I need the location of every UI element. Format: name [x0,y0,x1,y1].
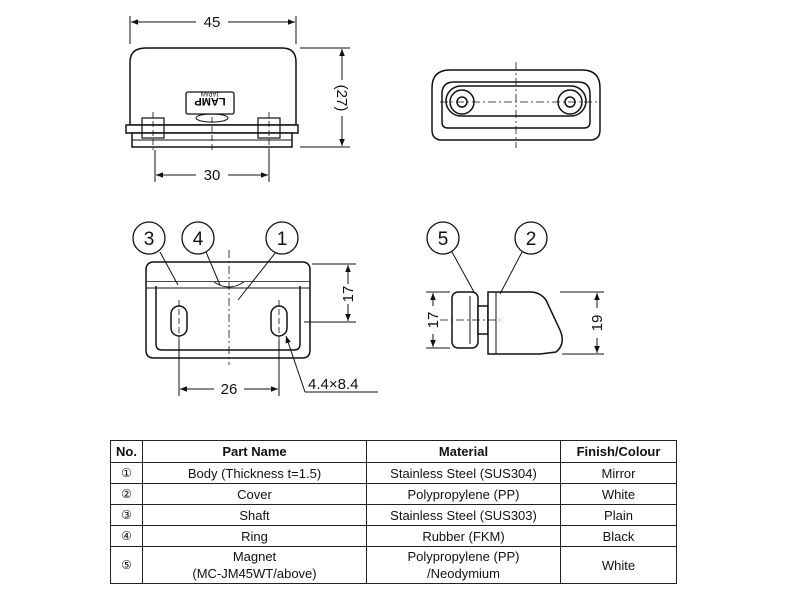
svg-text:3: 3 [144,229,155,250]
row-part: Cover [142,483,367,505]
part-line: Body (Thickness t=1.5) [187,465,322,481]
label-line2: JAPAN [201,90,220,96]
dim-19-label: 19 [589,315,606,332]
header-no: No. [110,440,143,463]
dim-17-front [304,263,356,323]
dim-27-label: (27) [333,85,350,112]
row-part: Ring [142,525,367,547]
table-row: ④ Ring Rubber (FKM) Black [110,525,677,547]
label-line1: LAMP [194,95,225,107]
row-no: ⑤ [110,546,143,584]
dim-26-label: 26 [221,381,238,398]
part-line: (MC-JM45WT/above) [192,566,317,581]
dim-19 [560,291,604,355]
row-part: Shaft [142,504,367,526]
table-header-row: No. Part Name Material Finish/Colour [110,440,677,463]
row-finish: Mirror [560,462,677,484]
table-row: ⑤ Magnet (MC-JM45WT/above) Polypropylene … [110,546,677,584]
header-finish: Finish/Colour [560,440,677,463]
header-part-name: Part Name [142,440,367,463]
balloon-1: 1 [237,221,299,301]
dim-30 [154,150,270,182]
row-no: ④ [110,525,143,547]
label-plate: LAMP JAPAN [185,90,235,115]
header-material: Material [366,440,561,463]
material-line: Stainless Steel (SUS304) [390,465,537,481]
dim-30-label: 30 [204,167,221,184]
row-finish: Black [560,525,677,547]
dim-17-side [426,291,450,349]
balloon-4: 4 [181,221,221,286]
balloon-3: 3 [132,221,179,286]
row-no: ① [110,462,143,484]
row-part: Body (Thickness t=1.5) [142,462,367,484]
top-view [125,47,299,150]
table-row: ① Body (Thickness t=1.5) Stainless Steel… [110,462,677,484]
dim-17-side-label: 17 [425,312,442,329]
row-no: ② [110,483,143,505]
material-line: /Neodymium [427,566,500,581]
part-line: Cover [237,486,272,502]
row-material: Rubber (FKM) [366,525,561,547]
dim-45-label: 45 [204,14,221,31]
dim-45 [129,16,297,44]
part-line: Shaft [239,507,270,523]
dim-27 [300,47,350,148]
front-view [145,250,311,365]
dim-26 [178,340,280,396]
material-line: Stainless Steel (SUS303) [390,507,537,523]
slot-size-label: 4.4×8.4 [308,376,358,393]
part-line: Ring [241,528,268,544]
table-row: ③ Shaft Stainless Steel (SUS303) Plain [110,504,677,526]
row-finish: White [560,483,677,505]
slot-callout [285,335,378,393]
dim-17-front-label: 17 [340,286,357,303]
parts-table: No. Part Name Material Finish/Colour ① B… [110,440,677,584]
row-material: Stainless Steel (SUS303) [366,504,561,526]
svg-text:2: 2 [526,229,537,250]
row-material: Stainless Steel (SUS304) [366,462,561,484]
row-finish: Plain [560,504,677,526]
row-finish: White [560,546,677,584]
row-material: Polypropylene (PP) [366,483,561,505]
balloon-5: 5 [426,221,475,293]
part-line: Magnet [232,549,277,564]
material-line: Polypropylene (PP) [407,486,520,502]
svg-text:4: 4 [193,229,204,250]
svg-text:1: 1 [277,229,288,250]
table-row: ② Cover Polypropylene (PP) White [110,483,677,505]
row-part: Magnet (MC-JM45WT/above) [142,546,367,584]
material-line: Rubber (FKM) [422,528,505,544]
plan-view [431,62,601,148]
balloon-2: 2 [499,221,548,295]
technical-drawing: LAMP JAPAN 45 30 (27) [125,14,606,398]
row-no: ③ [110,504,143,526]
svg-text:5: 5 [438,229,449,250]
row-material: Polypropylene (PP) /Neodymium [366,546,561,584]
side-view [440,291,563,355]
material-line: Polypropylene (PP) [407,549,520,564]
